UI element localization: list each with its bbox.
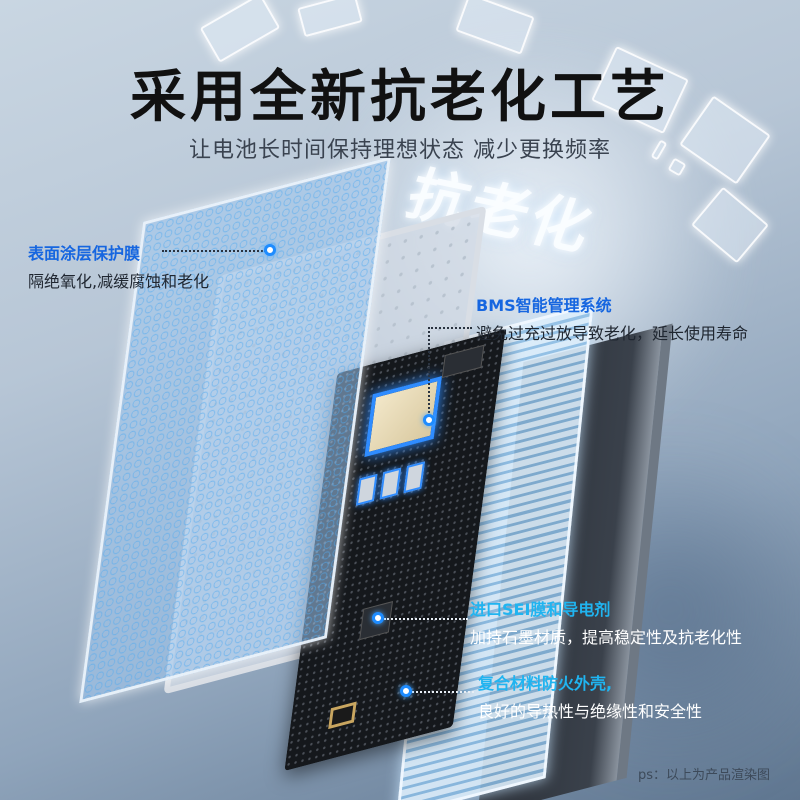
callout-heading: 复合材料防火外壳, <box>478 674 613 693</box>
callout-bms: BMS智能管理系统 避免过充过放导致老化，延长使用寿命 <box>476 292 748 344</box>
callout-description: 良好的导热性与绝缘性和安全性 <box>478 702 703 721</box>
pcb-connector <box>328 701 357 730</box>
render-disclaimer: ps：以上为产品渲染图 <box>637 768 770 783</box>
bms-cell-chip <box>355 473 378 506</box>
bms-cell-chip <box>379 467 402 500</box>
page-title: 采用全新抗老化工艺 <box>130 65 670 130</box>
hotspot-marker <box>264 244 276 256</box>
leader-line <box>412 691 474 693</box>
hotspot-marker <box>372 612 384 624</box>
glass-tile <box>297 0 363 38</box>
callout-heading: BMS智能管理系统 <box>476 296 612 315</box>
hotspot-marker <box>400 685 412 697</box>
callout-coating-film: 表面涂层保护膜 隔绝氧化,减缓腐蚀和老化 <box>28 240 209 292</box>
hotspot-marker <box>423 414 435 426</box>
leader-line <box>428 327 472 329</box>
callout-heading: 进口SEI膜和导电剂 <box>470 600 611 619</box>
leader-line <box>384 618 468 620</box>
callout-sei-film: 进口SEI膜和导电剂 加持石墨材质，提高稳定性及抗老化性 <box>470 596 742 648</box>
glass-tile <box>455 0 535 55</box>
leader-line <box>162 250 266 252</box>
pcb-component <box>441 344 485 379</box>
callout-description: 隔绝氧化,减缓腐蚀和老化 <box>28 272 210 291</box>
bms-cell-chip <box>403 461 425 494</box>
leader-line <box>428 327 430 417</box>
page-subtitle: 让电池长时间保持理想状态 减少更换频率 <box>189 138 611 163</box>
callout-heading: 表面涂层保护膜 <box>28 244 141 263</box>
callout-fireproof-case: 复合材料防火外壳, 良好的导热性与绝缘性和安全性 <box>478 670 702 722</box>
callout-description: 避免过充过放导致老化，延长使用寿命 <box>476 324 749 343</box>
callout-description: 加持石墨材质，提高稳定性及抗老化性 <box>470 628 743 647</box>
